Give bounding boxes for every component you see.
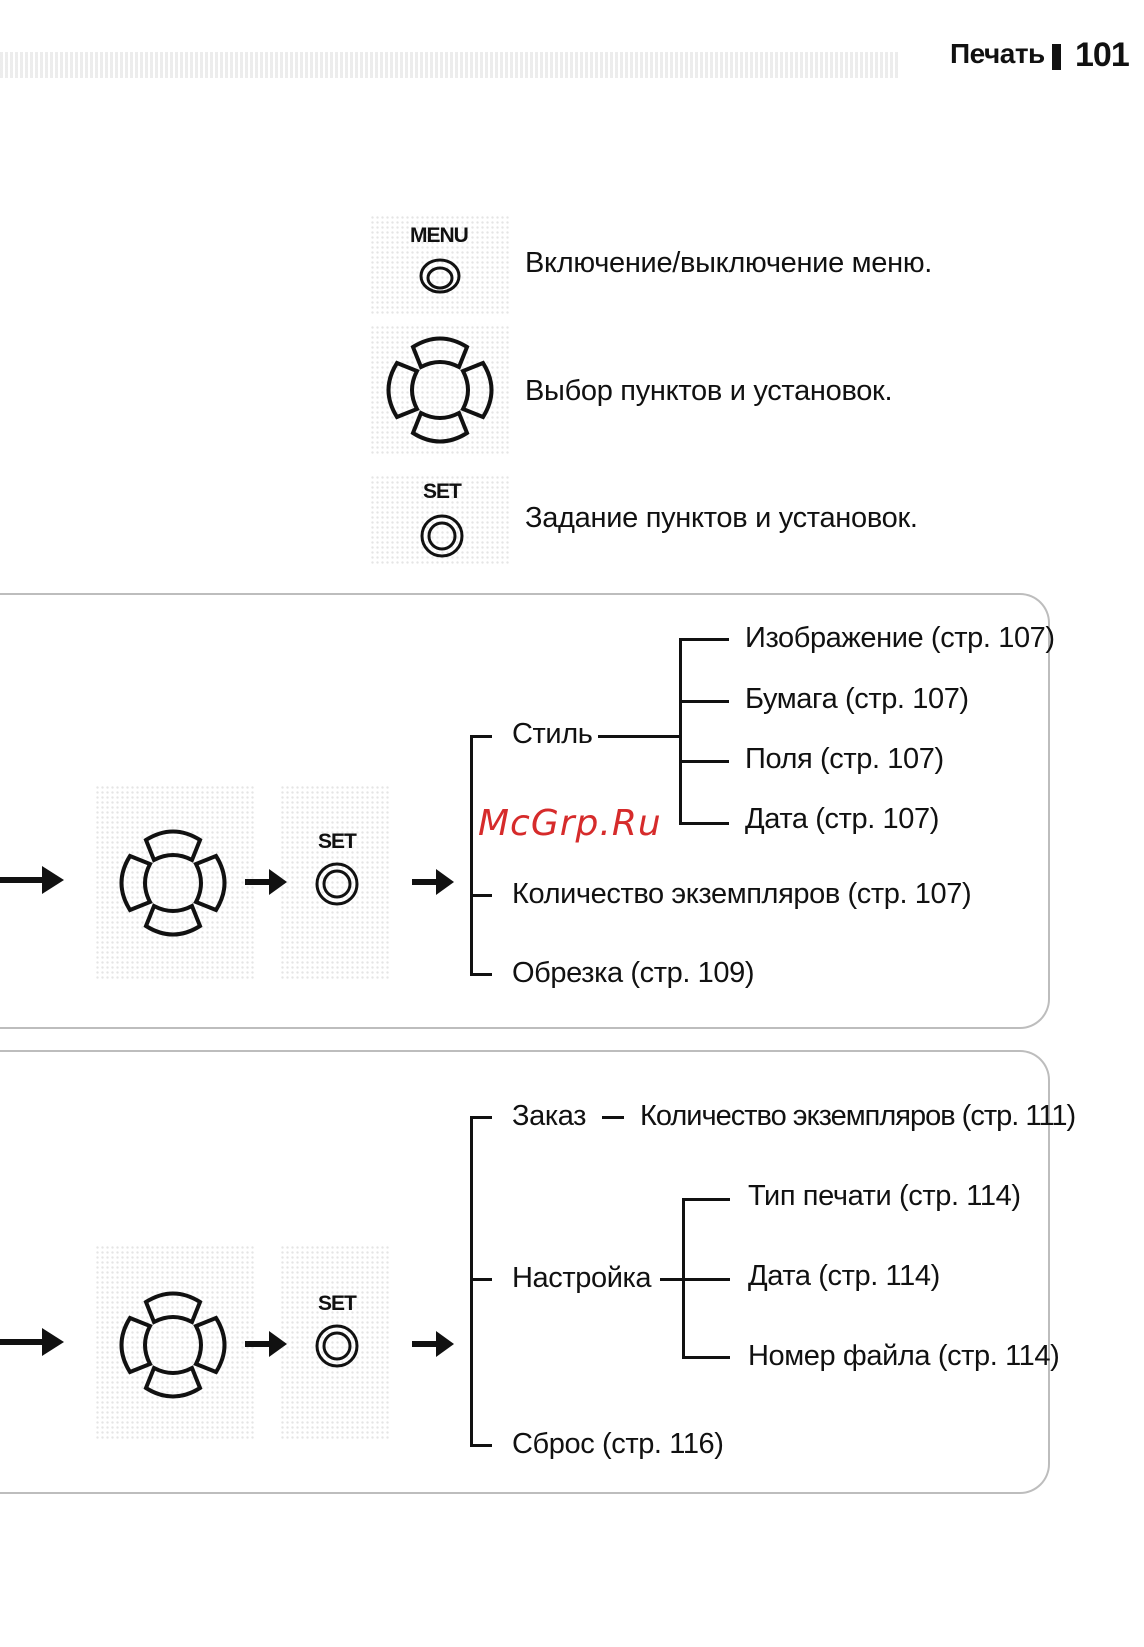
tree2-order-copies: Количество экземпляров (стр. 111): [640, 1100, 1076, 1132]
tree1-branch: [679, 822, 729, 825]
set-button-icon: [315, 1324, 359, 1368]
page-number: 101: [1075, 36, 1130, 74]
arrow-right-icon: [0, 866, 64, 894]
set-button-label: SET: [318, 1292, 357, 1315]
tree2-branch: [470, 1278, 492, 1281]
diagram2-set-bg: [280, 1245, 390, 1440]
arrow-right-icon: [0, 1328, 64, 1356]
tree1-image: Изображение (стр. 107): [745, 622, 1055, 654]
tree2-dash: [602, 1116, 624, 1119]
tree1-margins: Поля (стр. 107): [745, 743, 944, 775]
arrow-right-icon: [412, 1331, 454, 1357]
tree2-branch: [682, 1356, 730, 1359]
tree2-print-type: Тип печати (стр. 114): [748, 1180, 1021, 1212]
legend-dpad-bg: [370, 325, 510, 455]
dpad-icon: [119, 1291, 227, 1399]
tree2-branch: [470, 1116, 492, 1119]
arrow-right-icon: [412, 869, 454, 895]
tree1-subtrunk: [679, 638, 682, 825]
set-button-icon: [420, 514, 464, 558]
legend-dpad-text: Выбор пунктов и установок.: [525, 375, 893, 407]
dpad-icon: [386, 336, 494, 444]
tree1-branch: [679, 700, 729, 703]
set-button-label: SET: [423, 480, 462, 503]
tree1-branch: [470, 894, 492, 897]
menu-button-icon: [419, 258, 461, 294]
legend-menu-bg: [370, 215, 510, 315]
tree2-date: Дата (стр. 114): [748, 1260, 940, 1292]
tree2-file-no: Номер файла (стр. 114): [748, 1340, 1060, 1372]
tree1-branch: [470, 973, 492, 976]
tree1-date: Дата (стр. 107): [745, 803, 939, 835]
dpad-icon: [119, 829, 227, 937]
tree2-branch: [470, 1444, 492, 1447]
section-title: Печать: [950, 38, 1045, 69]
tree1-branch: [470, 735, 492, 738]
tree2-branch: [682, 1198, 730, 1201]
tree1-style: Стиль: [512, 718, 593, 750]
tree1-branch: [679, 760, 729, 763]
set-button-label: SET: [318, 830, 357, 853]
tree2-setup: Настройка: [512, 1262, 652, 1294]
legend-menu-text: Включение/выключение меню.: [525, 247, 933, 279]
header-separator: [1052, 44, 1061, 70]
tree1-branch: [679, 638, 729, 641]
tree2-trunk: [470, 1116, 473, 1446]
tree2-reset: Сброс (стр. 116): [512, 1428, 724, 1460]
menu-button-label: MENU: [410, 224, 469, 247]
arrow-right-icon: [245, 869, 287, 895]
watermark: McGrp.Ru: [478, 803, 662, 844]
tree1-copies: Количество экземпляров (стр. 107): [512, 878, 972, 910]
set-button-icon: [315, 862, 359, 906]
tree1-branch: [598, 735, 680, 738]
tree2-order: Заказ: [512, 1100, 587, 1132]
tree1-crop: Обрезка (стр. 109): [512, 957, 755, 989]
diagram1-frame: [0, 593, 1050, 1029]
tree2-branch: [682, 1278, 730, 1281]
arrow-right-icon: [245, 1331, 287, 1357]
header-band: [0, 52, 900, 78]
diagram1-set-bg: [280, 785, 390, 980]
tree2-branch: [660, 1278, 682, 1281]
diagram2-frame: [0, 1050, 1050, 1494]
tree1-trunk: [470, 735, 473, 975]
legend-set-text: Задание пунктов и установок.: [525, 502, 918, 534]
tree1-paper: Бумага (стр. 107): [745, 683, 969, 715]
